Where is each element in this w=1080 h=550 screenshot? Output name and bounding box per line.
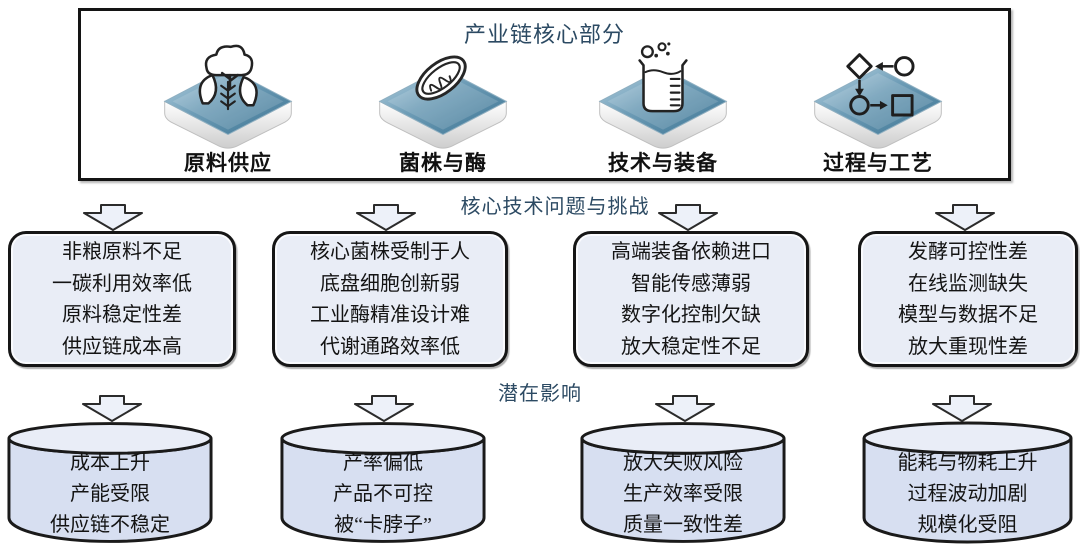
impact-line: 放大失败风险 bbox=[623, 452, 743, 474]
challenge-line: 在线监测缺失 bbox=[908, 272, 1028, 295]
platform-label: 菌株与酶 bbox=[399, 151, 487, 175]
cylinder-shape bbox=[7, 422, 213, 543]
chain-item-strains: 菌株与酶 bbox=[358, 41, 528, 177]
impact-line: 供应链不稳定 bbox=[50, 514, 170, 536]
challenge-line: 发酵可控性差 bbox=[908, 241, 1028, 263]
challenge-line: 原料稳定性差 bbox=[62, 304, 182, 326]
impact-line: 产品不可控 bbox=[333, 483, 433, 505]
challenge-line: 非粮原料不足 bbox=[62, 241, 182, 263]
down-arrow-icon bbox=[932, 395, 992, 422]
chain-item-process: 过程与工艺 bbox=[793, 41, 963, 177]
down-arrow-icon bbox=[356, 204, 416, 231]
platform-label: 过程与工艺 bbox=[823, 151, 933, 175]
down-arrow-icon bbox=[354, 395, 414, 422]
challenge-line: 核心菌株受制于人 bbox=[310, 241, 470, 263]
plants-icon bbox=[163, 44, 293, 149]
challenge-box-equipment: 高端装备依赖进口 智能传感薄弱 数字化控制欠缺 放大稳定性不足 bbox=[573, 231, 809, 367]
cylinder-shape bbox=[862, 421, 1073, 544]
chain-item-raw-material: 原料供应 bbox=[143, 41, 313, 177]
beaker-icon bbox=[598, 42, 728, 149]
challenge-box-process: 发酵可控性差 在线监测缺失 模型与数据不足 放大重现性差 bbox=[858, 231, 1078, 367]
challenge-line: 模型与数据不足 bbox=[898, 304, 1038, 326]
challenge-line: 智能传感薄弱 bbox=[631, 272, 751, 295]
impact-line: 质量一致性差 bbox=[623, 514, 743, 536]
challenge-line: 放大重现性差 bbox=[908, 335, 1028, 358]
platform-label: 原料供应 bbox=[184, 151, 272, 175]
impact-line: 产率偏低 bbox=[343, 452, 423, 474]
platform-label: 技术与装备 bbox=[608, 151, 718, 175]
impact-line: 能耗与物耗上升 bbox=[897, 452, 1038, 474]
flowchart-icon bbox=[813, 53, 943, 149]
impact-line: 被“卡脖子” bbox=[334, 514, 432, 536]
core-chain-box: 产业链核心部分 原料供应 bbox=[78, 8, 1011, 181]
down-arrow-icon bbox=[935, 204, 995, 231]
impact-cylinder-raw-material: 成本上升 产能受限 供应链不稳定 bbox=[5, 418, 215, 546]
challenge-line: 一碳利用效率低 bbox=[52, 272, 192, 295]
impacts-section-title: 潜在影响 bbox=[498, 383, 582, 405]
down-arrow-icon bbox=[82, 395, 142, 422]
core-chain-title: 产业链核心部分 bbox=[463, 22, 625, 47]
impact-line: 成本上升 bbox=[70, 452, 150, 474]
down-arrow-icon bbox=[83, 204, 143, 231]
impact-line: 生产效率受限 bbox=[623, 483, 743, 505]
impact-cylinder-process: 能耗与物耗上升 过程波动加剧 规模化受阻 bbox=[860, 418, 1075, 546]
impact-line: 产能受限 bbox=[70, 483, 150, 505]
cylinder-shape bbox=[280, 422, 486, 543]
down-arrow-icon bbox=[658, 204, 718, 231]
challenge-line: 供应链成本高 bbox=[62, 335, 182, 358]
challenge-box-raw-material: 非粮原料不足 一碳利用效率低 原料稳定性差 供应链成本高 bbox=[8, 231, 236, 367]
challenge-line: 数字化控制欠缺 bbox=[621, 304, 761, 326]
impact-cylinder-equipment: 放大失败风险 生产效率受限 质量一致性差 bbox=[578, 418, 788, 546]
challenges-section-title: 核心技术问题与挑战 bbox=[460, 196, 650, 218]
down-arrow-icon bbox=[655, 395, 715, 422]
impact-line: 规模化受阻 bbox=[917, 514, 1018, 536]
challenge-line: 高端装备依赖进口 bbox=[611, 241, 771, 263]
challenge-line: 工业酶精准设计难 bbox=[310, 304, 470, 326]
chain-item-equipment: 技术与装备 bbox=[578, 41, 748, 177]
cylinder-shape bbox=[580, 422, 786, 543]
challenge-line: 底盘细胞创新弱 bbox=[320, 272, 460, 295]
mitochondria-icon bbox=[378, 55, 508, 149]
challenge-line: 放大稳定性不足 bbox=[621, 335, 761, 358]
challenge-box-strains: 核心菌株受制于人 底盘细胞创新弱 工业酶精准设计难 代谢通路效率低 bbox=[272, 231, 508, 367]
challenge-line: 代谢通路效率低 bbox=[320, 335, 460, 358]
impact-cylinder-strains: 产率偏低 产品不可控 被“卡脖子” bbox=[278, 418, 488, 546]
impact-line: 过程波动加剧 bbox=[907, 483, 1028, 505]
